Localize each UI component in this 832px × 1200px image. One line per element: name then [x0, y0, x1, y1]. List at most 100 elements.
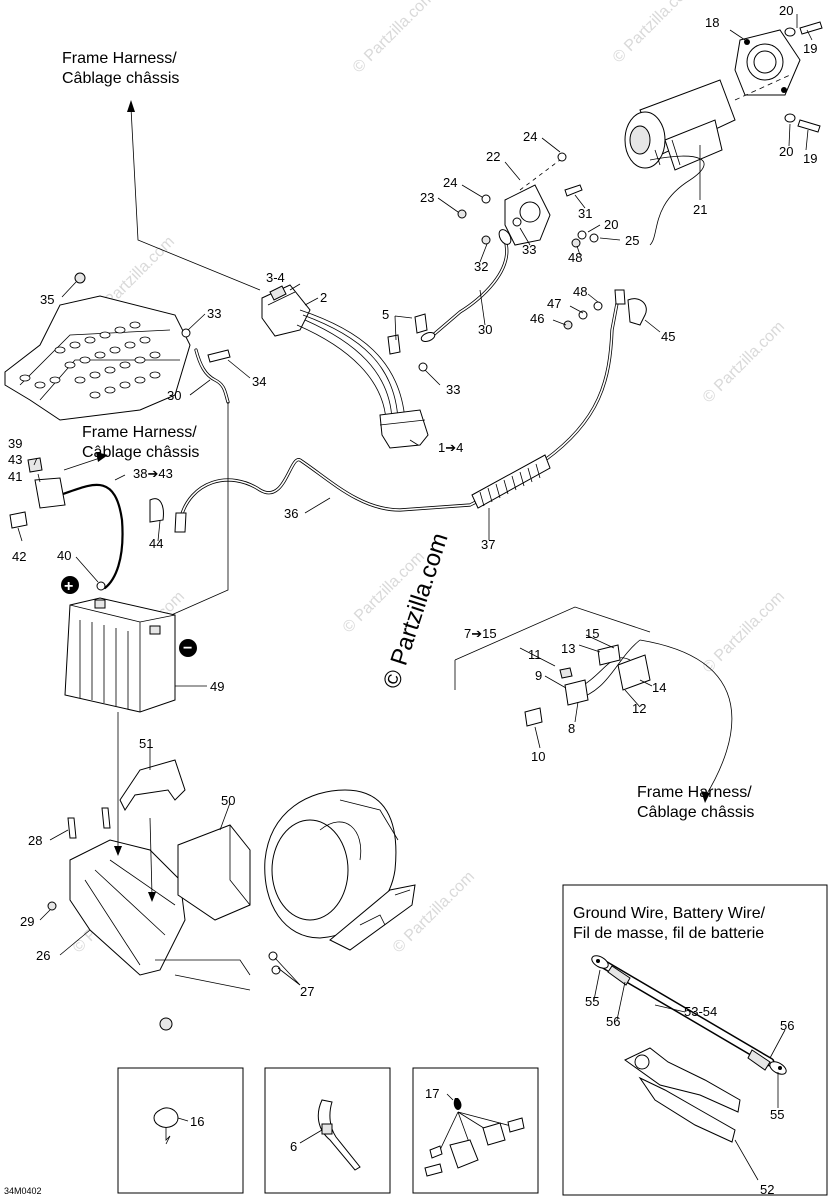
diagram-reference: 34M0402: [4, 1186, 42, 1196]
callout-23: 23: [420, 190, 434, 205]
callout-33: 33: [446, 382, 460, 397]
callout-47: 47: [547, 296, 561, 311]
leader-lines: [17, 14, 813, 1181]
plus-symbol: +: [61, 576, 79, 595]
callout-3-4: 3-4: [266, 270, 285, 285]
terminal-40: [96, 581, 106, 591]
callout-13: 13: [561, 641, 575, 656]
washer-24-top: [557, 152, 567, 162]
callout-10: 10: [531, 749, 545, 764]
sleeve-37: [471, 454, 551, 509]
callout-16: 16: [190, 1114, 204, 1129]
washer-24: [481, 194, 491, 204]
leader-ground-to-battery: [159, 402, 229, 621]
bolt-28a: [67, 817, 77, 839]
bolt-5b: [387, 334, 401, 355]
cover-50: [177, 824, 251, 921]
svg-text:Câblage châssis: Câblage châssis: [62, 70, 179, 87]
svg-text:Câblage châssis: Câblage châssis: [82, 444, 199, 461]
callout-24: 24: [443, 175, 457, 190]
callout-37: 37: [481, 537, 495, 552]
washer-33-left: [181, 328, 191, 338]
callout-52: 52: [760, 1182, 774, 1197]
callout-30: 30: [167, 388, 181, 403]
bolt-31: [564, 184, 583, 197]
cap-45: [627, 298, 647, 326]
svg-text:−: −: [183, 640, 192, 657]
callout-27: 27: [300, 984, 314, 999]
callout-42: 42: [12, 549, 26, 564]
callout-46: 46: [530, 311, 544, 326]
nut-46: [563, 320, 573, 330]
minus-symbol: −: [179, 639, 197, 657]
callout-51: 51: [139, 736, 153, 751]
ground-wire-cable: [591, 955, 787, 1075]
svg-text:Ground Wire, Battery Wire/: Ground Wire, Battery Wire/: [573, 905, 766, 922]
starter-motor: [624, 29, 801, 171]
callout-48: 48: [573, 284, 587, 299]
battery-tray-26: [69, 839, 251, 991]
heat-shield: [4, 272, 191, 421]
svg-text:Frame Harness/: Frame Harness/: [82, 424, 197, 441]
callout-12: 12: [632, 701, 646, 716]
callout-43: 43: [8, 452, 22, 467]
callout-55: 55: [770, 1107, 784, 1122]
terminal-36: [614, 289, 626, 305]
callout-26: 26: [36, 948, 50, 963]
nut-32: [481, 235, 491, 245]
callout-20: 20: [779, 3, 793, 18]
svg-text:Frame Harness/: Frame Harness/: [62, 50, 177, 67]
watermark-tile: © Partzilla.com: [610, 0, 698, 66]
callout-48: 48: [568, 250, 582, 265]
washer-47: [578, 310, 588, 320]
bracket-22: [504, 159, 561, 246]
washer-20: [577, 230, 587, 240]
bracket-7-15: [454, 606, 651, 690]
callout-49: 49: [210, 679, 224, 694]
ground-wire-box: [562, 884, 828, 1196]
callout-32: 32: [474, 259, 488, 274]
callout-labels: 20 19 18 20 19 21 24 22 24 23 31 20 25 4…: [8, 3, 817, 1197]
engine-block: [264, 789, 416, 951]
holder-9: [564, 679, 589, 706]
callout-35: 35: [40, 292, 54, 307]
callout-38-43: 38➔43: [133, 466, 173, 481]
callout-7-15: 7➔15: [464, 626, 497, 641]
washer-48: [593, 301, 603, 311]
callout-15: 15: [585, 626, 599, 641]
callout-25: 25: [625, 233, 639, 248]
callout-19: 19: [803, 151, 817, 166]
fuse-10: [524, 707, 543, 727]
terminal-36-battery: [174, 512, 187, 533]
callout-9: 9: [535, 668, 542, 683]
watermark-tile: © Partzilla.com: [700, 318, 788, 406]
callout-36: 36: [284, 506, 298, 521]
connectors-17: [424, 1098, 525, 1177]
caption-frame-harness-right: Frame Harness/ Câblage châssis: [637, 784, 754, 821]
callout-20: 20: [779, 144, 793, 159]
callout-28: 28: [28, 833, 42, 848]
callout-21: 21: [693, 202, 707, 217]
relay-2: [261, 284, 311, 337]
callout-22: 22: [486, 149, 500, 164]
callout-14: 14: [652, 680, 666, 695]
callout-17: 17: [425, 1086, 439, 1101]
callout-6: 6: [290, 1139, 297, 1154]
svg-text:Fil de masse, fil de batterie: Fil de masse, fil de batterie: [573, 925, 764, 942]
strap-51: [119, 759, 186, 811]
callout-33: 33: [207, 306, 221, 321]
callout-19: 19: [803, 41, 817, 56]
callout-5: 5: [382, 307, 389, 322]
nut-25: [589, 233, 599, 243]
tie-wrap-6: [317, 1099, 361, 1171]
connector-14: [617, 654, 651, 691]
callout-29: 29: [20, 914, 34, 929]
cap-44: [149, 498, 164, 523]
washer-27b: [271, 965, 281, 975]
callout-39: 39: [8, 436, 22, 451]
callout-56: 56: [606, 1014, 620, 1029]
bolt-19-top: [784, 21, 823, 37]
bolt-19-bottom: [784, 113, 821, 133]
callout-2: 2: [320, 290, 327, 305]
